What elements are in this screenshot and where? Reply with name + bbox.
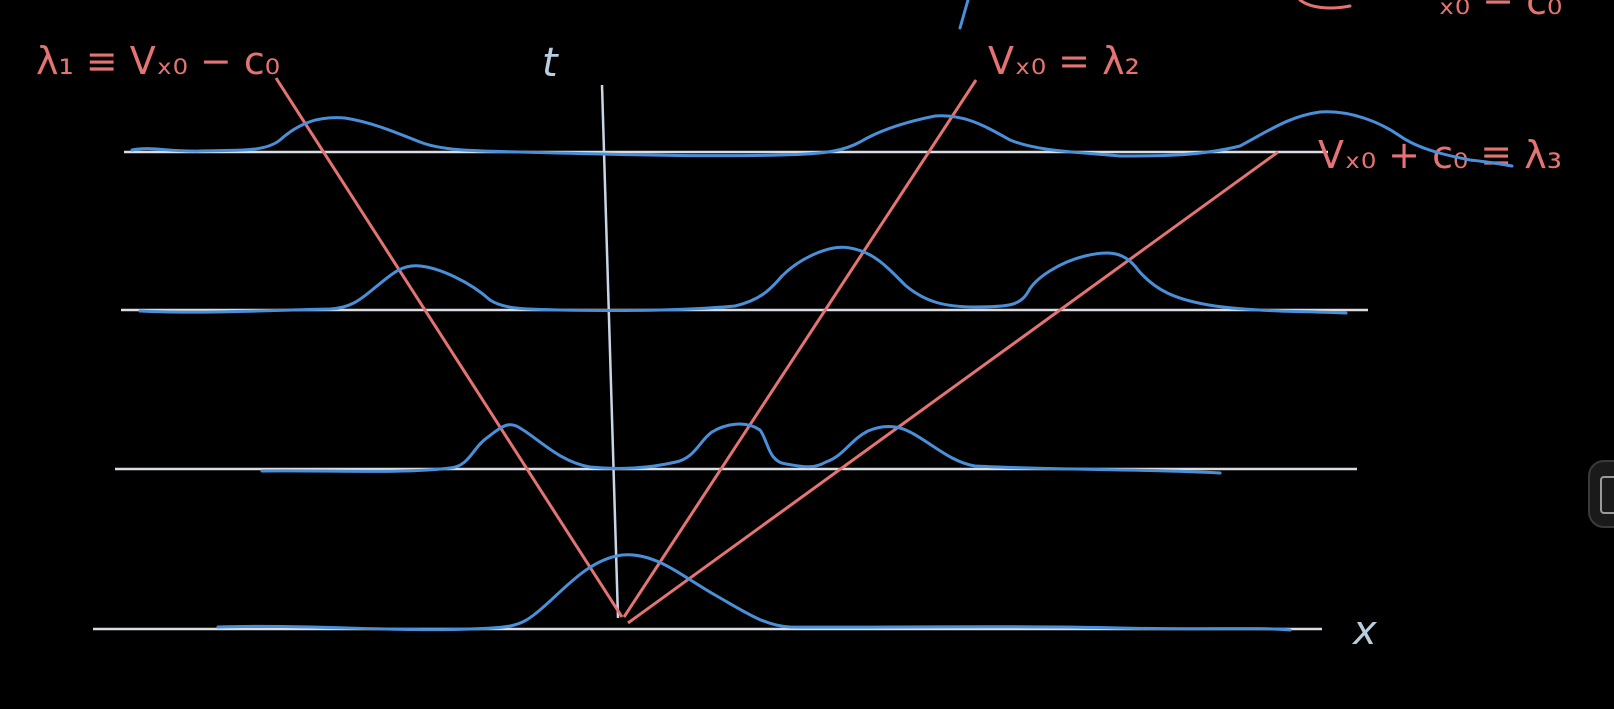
wave-profile-t1 bbox=[260, 422, 1222, 475]
top-red-stroke-fragment bbox=[1298, 0, 1352, 10]
panel-toggle-icon bbox=[1600, 476, 1614, 514]
x-axis-label: x bbox=[1351, 608, 1377, 654]
lambda1-label: λ₁ ≡ Vₓ₀ − c₀ bbox=[36, 39, 280, 83]
wave-profile-t0 bbox=[216, 553, 1292, 632]
characteristic-lambda3 bbox=[627, 150, 1279, 625]
t-axis-label: t bbox=[542, 40, 559, 86]
lambda3-label: Vₓ₀ + c₀ ≡ λ₃ bbox=[1318, 133, 1562, 177]
top-blue-stroke-fragment bbox=[958, 0, 970, 30]
characteristic-lambda1 bbox=[274, 77, 624, 618]
wave-profile-t2 bbox=[138, 245, 1348, 315]
side-panel-handle[interactable] bbox=[1588, 460, 1614, 528]
t-axis-line bbox=[600, 84, 620, 619]
wave-profile-t3 bbox=[130, 110, 1514, 168]
lambda2-label: Vₓ₀ = λ₂ bbox=[988, 39, 1140, 83]
top-label-fragment: ₓ₀ − c₀ bbox=[1438, 0, 1562, 23]
characteristic-lambda2 bbox=[622, 79, 978, 618]
